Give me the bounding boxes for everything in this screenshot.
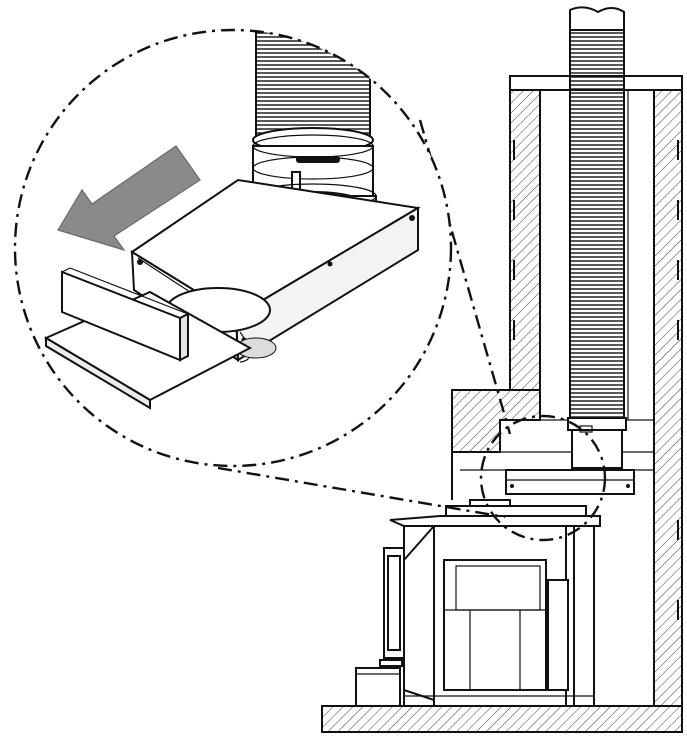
chimney-structure [451, 75, 683, 707]
direction-arrow-icon [57, 145, 201, 252]
magnifier-circle-icon [479, 414, 607, 542]
zoom-detail [13, 28, 453, 468]
adapter-box-installed [505, 469, 635, 495]
flexible-liner [567, 6, 627, 469]
stove [355, 499, 601, 707]
floor-slab [321, 705, 683, 733]
zoom-connector-lower [217, 466, 506, 519]
zoom-connector-upper [418, 119, 512, 435]
